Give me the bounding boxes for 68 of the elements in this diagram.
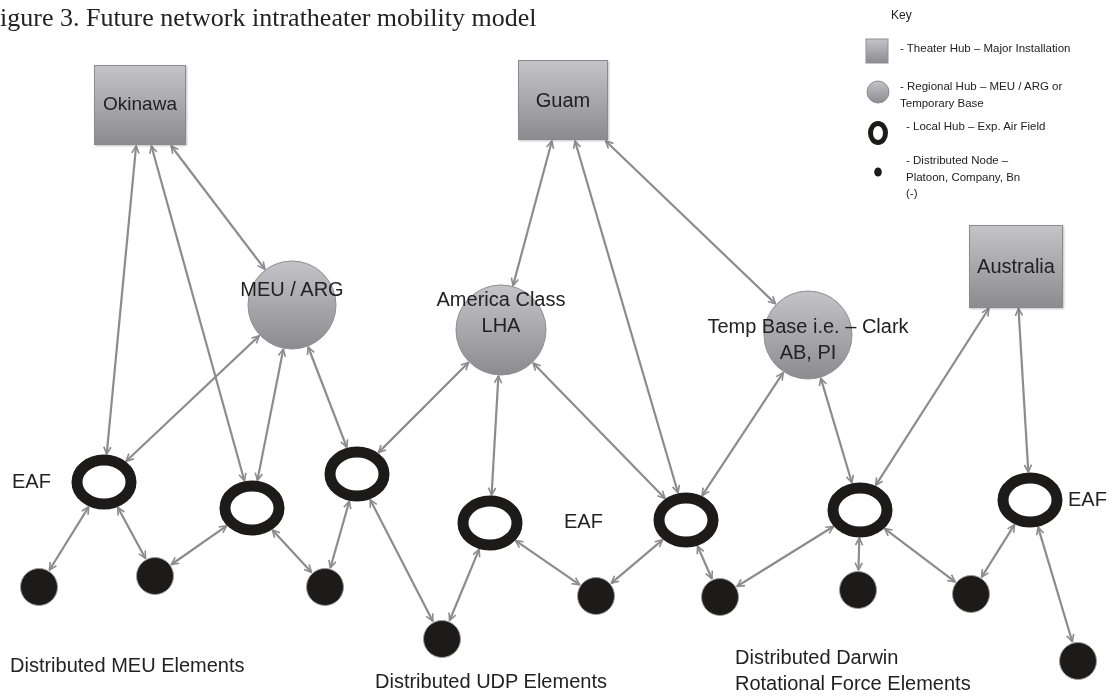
node-caption: EAF <box>1068 488 1107 511</box>
double-arrow <box>701 371 785 497</box>
dot-node <box>577 577 615 615</box>
double-arrow <box>271 529 313 574</box>
group-caption: Distributed MEU Elements <box>10 653 245 678</box>
dot-node <box>306 568 344 606</box>
double-arrow <box>696 545 714 580</box>
double-arrow <box>103 145 140 455</box>
double-arrow <box>149 145 247 482</box>
dot-node <box>839 571 877 609</box>
node-label: Australia <box>976 254 1056 279</box>
double-arrow <box>604 140 777 305</box>
double-arrow <box>369 498 434 622</box>
hub-square <box>94 65 186 145</box>
node-label: Temp Base i.e. – Clark AB, PI <box>706 314 910 365</box>
double-arrow <box>736 525 835 588</box>
node-caption: EAF <box>12 470 51 493</box>
double-arrow <box>874 307 990 487</box>
legend-text: - Theater Hub – Major Installation <box>900 41 1072 56</box>
dot-node <box>701 578 739 616</box>
node-label: MEU / ARG <box>239 277 345 302</box>
double-arrow <box>1035 526 1075 643</box>
ring-node <box>324 446 390 502</box>
ring-node <box>827 482 893 538</box>
dot-node <box>423 620 461 658</box>
figure-title: igure 3. Future network intratheater mobility model <box>0 3 537 33</box>
ring-node <box>997 472 1063 528</box>
legend-text: - Distributed Node – Platoon, Company, Bn (-) <box>906 153 1022 202</box>
double-arrow <box>818 377 855 484</box>
double-arrow <box>883 527 956 583</box>
double-arrow <box>610 538 664 584</box>
legend-text: - Regional Hub – MEU / ARG or Temporary Base <box>900 79 1064 111</box>
double-arrow <box>510 140 555 287</box>
group-caption: Distributed Darwin Rotational Force Elements <box>735 645 972 696</box>
dot-node <box>136 557 174 595</box>
double-arrow <box>854 537 864 571</box>
dot-node <box>952 575 990 613</box>
double-arrow <box>1014 307 1033 473</box>
double-arrow <box>170 145 266 270</box>
double-arrow <box>170 524 228 566</box>
ring-node <box>653 492 719 548</box>
node-label: America Class LHA <box>435 287 567 338</box>
double-arrow <box>48 506 90 571</box>
node-label: Okinawa <box>102 92 178 116</box>
double-arrow <box>514 539 581 586</box>
dot-node <box>1059 642 1097 680</box>
key-heading: Key <box>891 8 912 24</box>
double-arrow <box>306 346 349 449</box>
node-caption: EAF <box>564 509 603 534</box>
double-arrow <box>254 348 287 482</box>
group-caption: Distributed UDP Elements <box>375 669 607 694</box>
ring-node <box>71 454 137 510</box>
double-arrow <box>328 500 352 569</box>
node-label: Guam <box>534 88 592 113</box>
double-arrow <box>377 361 470 454</box>
double-arrow <box>980 523 1016 578</box>
legend-text: - Local Hub – Exp. Air Field <box>906 119 1047 134</box>
double-arrow <box>572 140 681 494</box>
dot-node <box>20 568 58 606</box>
double-arrow <box>448 548 481 622</box>
double-arrow <box>487 375 503 496</box>
ring-node <box>457 495 523 551</box>
double-arrow <box>116 506 147 560</box>
hub-square <box>969 224 1063 308</box>
ring-node <box>219 480 285 536</box>
double-arrow <box>532 362 666 500</box>
hub-square <box>518 60 608 140</box>
double-arrow <box>125 335 260 462</box>
